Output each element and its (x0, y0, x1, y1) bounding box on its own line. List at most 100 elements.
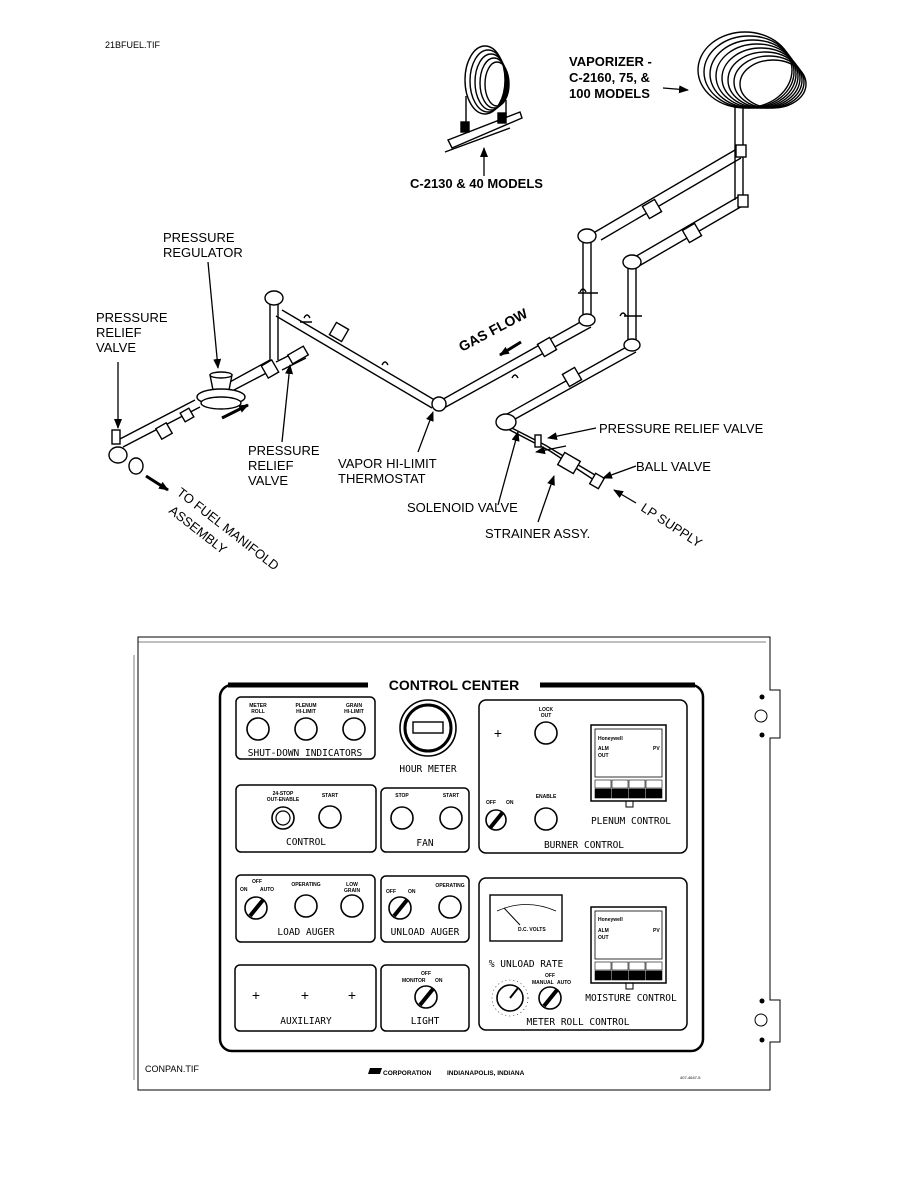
label-vapor-hi-limit-2: THERMOSTAT (338, 471, 426, 486)
moisture-brand: Honeywell (598, 917, 623, 923)
small-vaporizer-coil (444, 45, 523, 153)
burner-off-label: OFF (486, 800, 496, 806)
light-monitor-label: MONITOR (402, 978, 426, 984)
unload-off-label: OFF (386, 889, 396, 895)
label-regulator-2: REGULATOR (163, 245, 243, 260)
svg-text:+: + (301, 987, 309, 1003)
city-label: INDIANAPOLIS, INDIANA (447, 1070, 525, 1077)
plenum-label-1: PLENUM (295, 703, 316, 709)
control-panel: CONTROL CENTER METER ROLL PLENUM HI-LIMI… (133, 636, 781, 1091)
burner-control-caption: BURNER CONTROL (544, 840, 624, 851)
load-operating-light (294, 894, 318, 918)
plenum-pv: PV (653, 746, 660, 752)
enable-label: ENABLE (536, 794, 557, 800)
burner-on-label: ON (506, 800, 514, 806)
svg-text:+: + (348, 987, 356, 1003)
fan-caption: FAN (416, 838, 433, 849)
plenum-brand: Honeywell (598, 736, 623, 742)
control-caption: CONTROL (286, 837, 326, 848)
meter-roll-caption: METER ROLL CONTROL (527, 1017, 630, 1028)
low-grain-light (340, 894, 364, 918)
lockout-indicator-light (534, 721, 558, 745)
light-on-label: ON (435, 978, 443, 984)
hour-meter-caption: HOUR METER (399, 764, 456, 775)
control-start-label: START (322, 793, 338, 799)
light-off-label: OFF (421, 971, 431, 977)
large-vaporizer-coil (697, 31, 807, 200)
diagram-labels: VAPORIZER - C-2160, 75, & 100 MODELS C-2… (96, 54, 764, 573)
meter-roll-label-1: METER (249, 703, 267, 709)
fan-stop-button[interactable] (390, 806, 414, 830)
label-relief-mid-2: RELIEF (248, 458, 294, 473)
label-lp-supply: LP SUPPLY (638, 500, 705, 551)
load-auger-caption: LOAD AUGER (277, 927, 334, 938)
label-relief-left-2: RELIEF (96, 325, 142, 340)
meter-roll-label-2: ROLL (251, 709, 265, 715)
grain-label-1: GRAIN (346, 703, 363, 709)
label-vaporizer-large-1: VAPORIZER - (569, 54, 652, 69)
burner-enable-light (534, 807, 558, 831)
control-stop-label-2: OUT-ENABLE (267, 797, 300, 803)
label-gas-flow: GAS FLOW (456, 305, 531, 355)
grain-label-2: HI-LIMIT (344, 709, 364, 715)
low-grain-label-2: GRAIN (344, 888, 361, 894)
burner-plus-mark: + (494, 725, 502, 741)
label-strainer-assy: STRAINER ASSY. (485, 526, 590, 541)
moisture-alm: ALM (598, 928, 609, 934)
unload-rate-caption: % UNLOAD RATE (489, 959, 564, 970)
load-operating-label: OPERATING (291, 882, 320, 888)
control-stop-label-1: 24-STOP (273, 791, 294, 797)
low-grain-label-1: LOW (346, 882, 358, 888)
dc-volts-label: D.C. VOLTS (518, 927, 546, 933)
control-center-title: CONTROL CENTER (389, 677, 519, 693)
top-file-label: 21BFUEL.TIF (105, 40, 161, 50)
label-solenoid-valve: SOLENOID VALVE (407, 500, 518, 515)
control-stop-button[interactable] (271, 806, 295, 830)
label-relief-right: PRESSURE RELIEF VALVE (599, 421, 764, 436)
label-vapor-hi-limit-1: VAPOR HI-LIMIT (338, 456, 437, 471)
svg-text:+: + (252, 987, 260, 1003)
plenum-controller: Honeywell ALM OUT PV (590, 724, 667, 808)
label-relief-mid-3: VALVE (248, 473, 288, 488)
grain-hi-limit-indicator-light (342, 717, 366, 741)
fan-start-button[interactable] (439, 806, 463, 830)
meter-roll-auto-label: AUTO (557, 980, 571, 986)
panel-file-label: CONPAN.TIF (145, 1064, 199, 1074)
control-start-button[interactable] (318, 805, 342, 829)
auxiliary-caption: AUXILIARY (280, 1016, 332, 1027)
label-relief-mid-1: PRESSURE (248, 443, 320, 458)
light-caption: LIGHT (411, 1016, 440, 1027)
plenum-label-2: HI-LIMIT (296, 709, 316, 715)
load-off-label: OFF (252, 879, 262, 885)
meter-roll-indicator-light (246, 717, 270, 741)
unload-rate-meter (489, 894, 563, 942)
moisture-pv: PV (653, 928, 660, 934)
unload-operating-light (438, 895, 462, 919)
plenum-out: OUT (598, 753, 609, 759)
unload-operating-label: OPERATING (435, 883, 464, 889)
label-vaporizer-large-2: C-2160, 75, & (569, 70, 650, 85)
load-on-label: ON (240, 887, 248, 893)
label-vaporizer-small: C-2130 & 40 MODELS (410, 176, 543, 191)
fan-start-label: START (443, 793, 459, 799)
unload-auger-caption: UNLOAD AUGER (391, 927, 460, 938)
label-regulator-1: PRESSURE (163, 230, 235, 245)
fuel-piping-diagram (108, 31, 807, 490)
lockout-label-2: OUT (541, 713, 552, 719)
moisture-controller: Honeywell ALM OUT PV (590, 906, 667, 990)
lockout-label-1: LOCK (539, 707, 554, 713)
meter-roll-manual-label: MANUAL (532, 980, 554, 986)
meter-roll-off-label: OFF (545, 973, 555, 979)
shutdown-caption: SHUT-DOWN INDICATORS (248, 748, 363, 759)
label-vaporizer-large-3: 100 MODELS (569, 86, 650, 101)
label-ball-valve: BALL VALVE (636, 459, 711, 474)
label-relief-left-3: VALVE (96, 340, 136, 355)
corp-label: CORPORATION (383, 1070, 432, 1077)
load-auto-label: AUTO (260, 887, 274, 893)
moisture-out: OUT (598, 935, 609, 941)
fan-stop-label: STOP (395, 793, 409, 799)
plenum-alm: ALM (598, 746, 609, 752)
part-number-label: 407-4647-5 (680, 1075, 701, 1080)
unload-on-label: ON (408, 889, 416, 895)
